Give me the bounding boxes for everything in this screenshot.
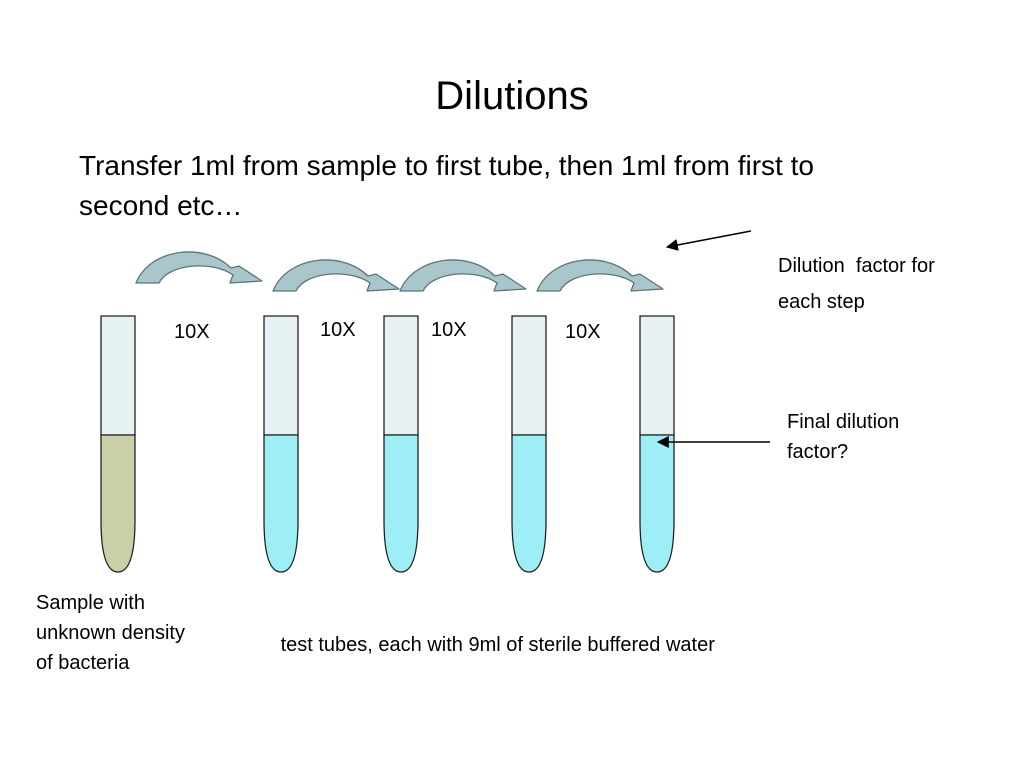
transfer-arrow-4 bbox=[536, 259, 664, 292]
pointer-arrow-dilution-factor bbox=[665, 230, 752, 251]
sample-label: Sample with unknown density of bacteria bbox=[36, 592, 191, 674]
test-tubes-label: test tubes, each with 9ml of sterile buf… bbox=[275, 634, 715, 656]
tube-1-empty-part bbox=[263, 315, 299, 436]
tube-3-liquid bbox=[511, 434, 547, 573]
step-factor-label-2: 10X bbox=[320, 319, 356, 341]
tube-3 bbox=[511, 315, 547, 573]
tube-2-empty-part bbox=[383, 315, 419, 436]
transfer-arrow-3 bbox=[399, 259, 527, 292]
tube-sample-empty-part bbox=[100, 315, 136, 436]
final-dilution-factor-label: Final dilution factor? bbox=[787, 411, 905, 463]
tube-1-liquid bbox=[263, 434, 299, 573]
step-factor-label-4: 10X bbox=[565, 321, 601, 343]
tube-4-liquid bbox=[639, 434, 675, 573]
tube-1 bbox=[263, 315, 299, 573]
step-factor-label-3: 10X bbox=[431, 319, 467, 341]
transfer-arrow-2 bbox=[272, 259, 400, 292]
tube-sample-liquid bbox=[100, 434, 136, 573]
slide-title: Dilutions bbox=[435, 74, 589, 118]
tube-sample bbox=[100, 315, 136, 573]
transfer-arrow-1 bbox=[135, 251, 263, 284]
dilution-factor-label: Dilution factor for each step bbox=[778, 255, 941, 313]
tube-4-empty-part bbox=[639, 315, 675, 436]
tube-2-liquid bbox=[383, 434, 419, 573]
step-factor-label-1: 10X bbox=[174, 321, 210, 343]
tube-2 bbox=[383, 315, 419, 573]
tube-3-empty-part bbox=[511, 315, 547, 436]
tube-4 bbox=[639, 315, 675, 573]
intro-text: Transfer 1ml from sample to first tube, … bbox=[79, 150, 814, 221]
